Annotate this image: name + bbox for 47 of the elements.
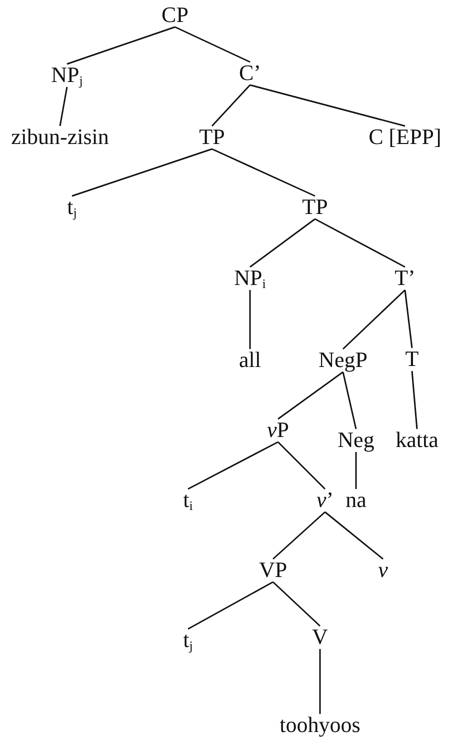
tree-node-label: NP$_{j}$ xyxy=(51,62,83,88)
tree-branch xyxy=(66,26,176,65)
tree-node-label: NP$_{i}$ xyxy=(234,265,266,291)
tree-node-label: toohyoos xyxy=(280,712,360,738)
tree-node-label: katta xyxy=(396,427,438,453)
tree-node-label: na xyxy=(346,487,366,513)
tree-branch xyxy=(314,218,406,268)
tree-node-label: vP xyxy=(267,417,289,443)
tree-branch xyxy=(324,511,384,560)
tree-branch xyxy=(272,511,326,560)
tree-branch xyxy=(250,84,406,127)
tree-branch xyxy=(212,148,316,197)
tree-branch xyxy=(211,84,251,126)
tree-node-label: VP xyxy=(258,557,288,583)
tree-node-label: t$_{j}$ xyxy=(67,194,77,220)
tree-node-label: t$_{j}$ xyxy=(183,627,193,653)
tree-node-label: T’ xyxy=(394,265,416,291)
tree-branch xyxy=(250,218,316,268)
tree-branch xyxy=(355,452,357,489)
tree-branch xyxy=(277,441,326,490)
tree-branch xyxy=(188,581,274,630)
tree-node-label: v xyxy=(378,557,388,583)
tree-branch xyxy=(272,581,321,627)
tree-branch xyxy=(249,290,251,349)
tree-branch xyxy=(404,290,413,348)
tree-node-label: zibun-zisin xyxy=(11,124,109,150)
tree-node-label: TP xyxy=(302,194,328,220)
tree-node-label: TP xyxy=(199,124,225,150)
tree-branch xyxy=(342,289,406,350)
tree-branch xyxy=(59,86,68,126)
tree-node-label: all xyxy=(239,347,261,373)
tree-node-label: V xyxy=(312,624,328,650)
tree-node-label: t$_{i}$ xyxy=(183,487,193,513)
tree-branch xyxy=(411,370,418,430)
tree-node-label: NegP xyxy=(318,347,368,373)
tree-node-label: C’ xyxy=(239,60,261,86)
tree-branch xyxy=(342,372,357,430)
tree-branch xyxy=(174,26,250,63)
tree-node-label: Neg xyxy=(338,427,374,453)
tree-node-label: v’ xyxy=(316,487,334,513)
tree-branch xyxy=(188,441,278,490)
tree-node-label: T xyxy=(405,346,419,372)
tree-node-label: C [EPP] xyxy=(368,124,442,150)
tree-branch xyxy=(319,649,321,714)
tree-branch xyxy=(72,148,212,197)
tree-branch xyxy=(278,371,344,420)
tree-node-label: CP xyxy=(162,2,188,28)
